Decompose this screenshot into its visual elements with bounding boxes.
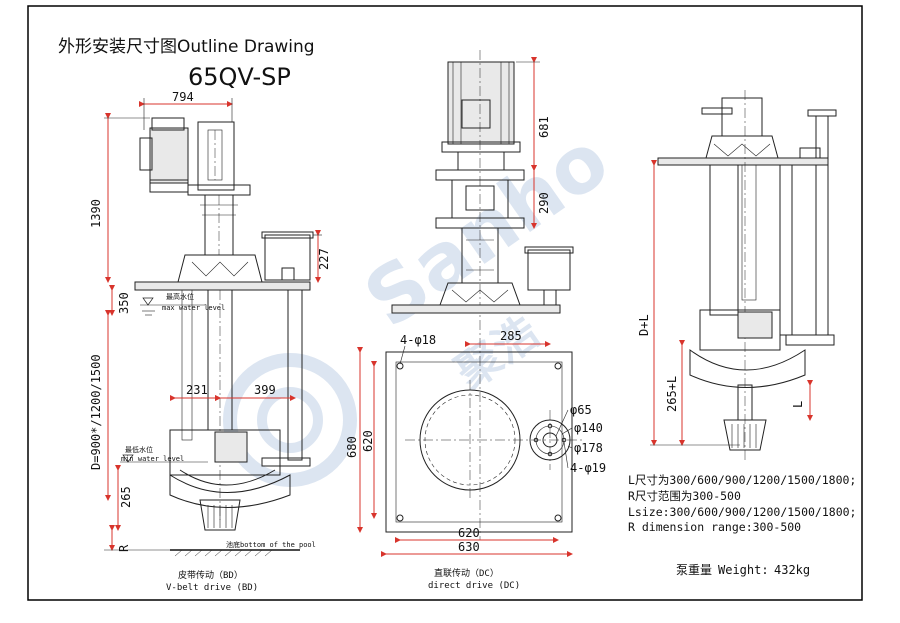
max-water-level-cn: 最高水位: [166, 292, 194, 301]
dim-r: R: [117, 544, 131, 552]
dim-285: 285: [500, 329, 522, 343]
watermark-logo-ring: [223, 353, 357, 487]
base-plate: [134, 281, 311, 291]
drawing-title: 外形安装尺寸图Outline Drawing: [58, 37, 315, 57]
right-view-extended: D+L 265+L L: [637, 90, 837, 460]
min-water-level-en: min water level: [121, 455, 184, 463]
caption-belt-drive-en: V-belt drive (BD): [166, 583, 258, 593]
dim-265: 265: [119, 486, 133, 508]
pool-bottom-label-cn: 池底: [226, 540, 240, 549]
dim-231: 231: [186, 383, 208, 397]
dim-depth-d: D=900*/1200/1500: [89, 354, 103, 470]
weight-label-cn: 泵重量: [676, 563, 712, 577]
caption-direct-drive-cn: 直联传动（DC）: [434, 567, 499, 579]
center-view-direct-drive: 681 290: [391, 50, 574, 540]
dim-227: 227: [317, 248, 331, 270]
dim-620-horizontal: 620: [458, 526, 480, 540]
drawing-frame: [27, 5, 863, 601]
label-4-holes-19: 4-φ19: [570, 461, 606, 475]
dim-620-vertical: 620: [361, 430, 375, 452]
left-view-belt-drive: 794 1390 227 350 D=900*/1200/1500 265 R …: [89, 90, 331, 593]
dim-794: 794: [172, 90, 194, 104]
dim-350: 350: [117, 292, 131, 314]
note-l-size-en: Lsize:300/600/900/1200/1500/1800;: [628, 505, 856, 519]
label-phi-140: φ140: [574, 421, 603, 435]
pool-bottom-label-en: bottom of the pool: [240, 541, 316, 549]
dim-399: 399: [254, 383, 276, 397]
note-l-size-cn: L尺寸为300/600/900/1200/1500/1800;: [628, 473, 856, 487]
belt-motor: [149, 127, 189, 184]
label-phi-65: φ65: [570, 403, 592, 417]
direct-motor: [447, 61, 515, 145]
watermark-chinese: 聚浩: [446, 307, 548, 400]
plan-view-base-plate: 4-φ18 285 680 620 620 630 φ65 φ140 φ178 …: [345, 329, 606, 591]
dim-265-plus-l: 265+L: [665, 376, 679, 412]
weight-block: 泵重量 Weight: 432kg: [676, 563, 810, 577]
note-r-range-cn: R尺寸范围为300-500: [628, 489, 741, 503]
label-phi-178: φ178: [574, 441, 603, 455]
dim-d-plus-l: D+L: [637, 314, 651, 336]
caption-belt-drive-cn: 皮带传动（BD）: [178, 569, 243, 581]
max-water-level-en: max water level: [162, 304, 225, 312]
dim-1390: 1390: [89, 199, 103, 228]
dim-681: 681: [537, 116, 551, 138]
dim-680: 680: [345, 436, 359, 458]
label-4-holes-18: 4-φ18: [400, 333, 436, 347]
dim-l: L: [791, 401, 805, 408]
caption-direct-drive-en: direct drive (DC): [428, 581, 520, 591]
note-r-range-en: R dimension range:300-500: [628, 520, 801, 534]
notes-block: L尺寸为300/600/900/1200/1500/1800; R尺寸范围为30…: [628, 473, 856, 534]
dim-630: 630: [458, 540, 480, 554]
right-base-plate: [657, 157, 829, 166]
weight-label-en: Weight:: [718, 563, 769, 577]
min-water-level-cn: 最低水位: [125, 445, 153, 454]
weight-value: 432kg: [774, 563, 810, 577]
model-number: 65QV-SP: [188, 63, 291, 91]
dim-290: 290: [537, 192, 551, 214]
base-plate-outline: [385, 351, 573, 533]
